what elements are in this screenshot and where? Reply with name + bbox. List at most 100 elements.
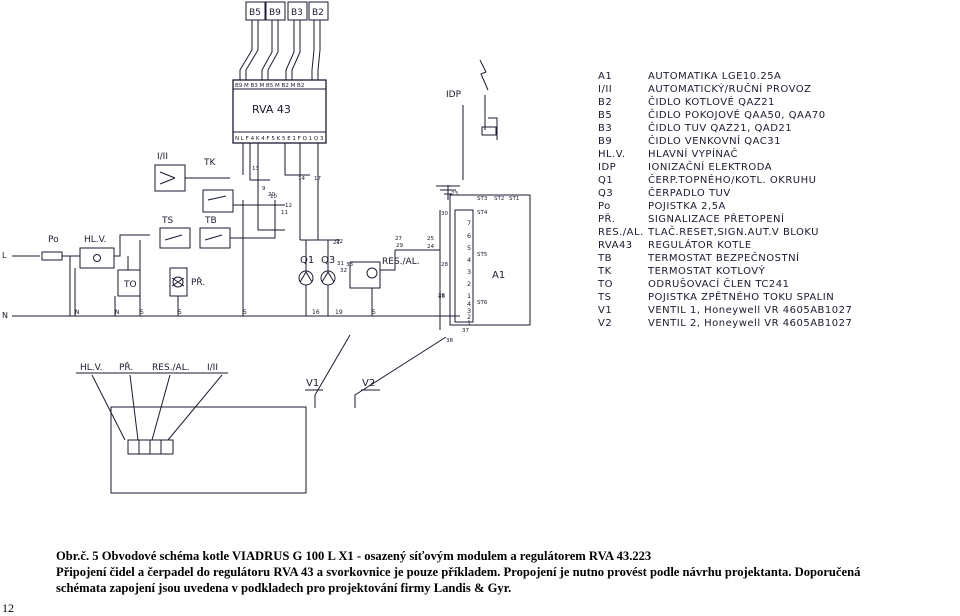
wire-31: 31 (337, 261, 344, 267)
control-panel-drawing: HL.V. PŘ. RES./AL. I/II V1 V2 (76, 334, 447, 494)
panel-label-res-al: RES./AL. (152, 363, 190, 373)
legend-code: Q3 (598, 188, 614, 199)
legend-code: Po (598, 201, 611, 212)
label-st4: ST4 (477, 210, 488, 216)
legend-code: TB (598, 253, 612, 264)
wire-38: 38 (446, 338, 453, 344)
neutral-terminals: N N 5 5 5 16 19 5 (75, 309, 376, 316)
legend-code: TS (598, 292, 612, 303)
safety-thermostats: TS TB TO PŘ. (117, 200, 276, 297)
legend-code: A1 (598, 71, 613, 82)
label-v2: V2 (362, 378, 375, 389)
legend-desc: POJISTKA 2,5A (648, 201, 726, 212)
legend-desc: TERMOSTAT KOTLOVÝ (648, 266, 766, 277)
pumps: Q1 Q3 (298, 240, 336, 316)
legend-desc: TERMOSTAT BEZPEČNOSTNÍ (648, 253, 800, 264)
n-term-2: N (115, 309, 120, 316)
label-n: N (2, 311, 8, 320)
wire-20: 20 (268, 192, 275, 198)
legend-code: TK (598, 266, 612, 277)
terminal-b3: B3 (291, 8, 303, 18)
wire-30: 30 (441, 211, 448, 217)
legend-code: PŘ. (598, 214, 616, 225)
rva-label: RVA 43 (252, 103, 291, 116)
wire-37: 37 (462, 328, 469, 334)
wire-32: 32 (340, 268, 347, 274)
label-res-al: RES./AL. (382, 257, 420, 267)
legend-code: V1 (598, 305, 613, 316)
wire-25: 25 (427, 236, 434, 242)
strip-6: 2 (467, 280, 471, 288)
terminal-b5: B5 (249, 8, 261, 18)
strip-7: 1 (467, 292, 471, 300)
reset-alarm-block: RES./AL. (349, 257, 420, 289)
label-tb: TB (204, 216, 217, 226)
caption-line-2: Připojení čidel a čerpadel do regulátoru… (56, 565, 861, 579)
strip-1: 7 (467, 219, 471, 227)
terminal-b9: B9 (269, 8, 281, 18)
legend-code: B2 (598, 97, 613, 108)
wire-21: 21 (333, 240, 340, 246)
wire-12: 12 (285, 203, 292, 209)
wire-11: 11 (281, 210, 288, 216)
panel-label-hlv: HL.V. (80, 363, 103, 373)
wire-14: 14 (298, 176, 305, 182)
legend-code: HL.V. (598, 149, 626, 160)
legend-desc: ČIDLO POKOJOVÉ QAA50, QAA70 (648, 110, 826, 121)
wire-10: 10 (270, 194, 277, 200)
legend-desc: ČIDLO VENKOVNÍ QAC31 (648, 136, 781, 147)
rva43-regulator: B9 M B3 M B5 M B2 M B2 RVA 43 N L F 4 K … (232, 79, 327, 240)
label-l: L (2, 251, 7, 260)
legend-code: B9 (598, 136, 613, 147)
legend-desc: IONIZAČNÍ ELEKTRODA (648, 162, 773, 173)
legend-code: I/II (598, 84, 613, 95)
label-st2: ST2 (494, 196, 504, 202)
label-q1: Q1 (300, 255, 314, 266)
circuit-schematic: B5 B9 B3 B2 B9 M B3 M B5 M B2 M B2 RVA 4… (2, 1, 531, 494)
label-pr: PŘ. (191, 277, 205, 288)
strip-2: 6 (467, 232, 471, 240)
strip-9: 3 (467, 307, 471, 315)
legend-desc: POJISTKA ZPĚTNÉHO TOKU SPALIN (648, 292, 835, 303)
wire-28: 28 (441, 262, 448, 268)
mains-lines: L N Po HL.V. (2, 234, 460, 320)
label-st6: ST6 (477, 300, 488, 306)
label-po: Po (48, 235, 59, 245)
legend-code: IDP (598, 162, 617, 173)
label-st3: ST3 (477, 196, 488, 202)
n-term-5: 5 (243, 309, 247, 316)
wire-23: 23 (451, 191, 458, 197)
legend-desc: TLAČ.RESET,SIGN.AUT.V BLOKU (648, 227, 819, 238)
wire-33: 33 (346, 262, 353, 268)
strip-11: 1 (467, 319, 471, 327)
terminal-b2: B2 (312, 8, 324, 18)
legend-code: B5 (598, 110, 613, 121)
legend-desc: ODRUŠOVACÍ ČLEN TC241 (648, 279, 790, 290)
figure-caption: Obr.č. 5 Obvodové schéma kotle VIADRUS G… (56, 548, 960, 596)
legend-desc: VENTIL 1, Honeywell VR 4605AB1027 (648, 305, 853, 316)
legend-desc: AUTOMATICKÝ/RUČNÍ PROVOZ (648, 84, 812, 95)
wire-9: 9 (262, 186, 266, 192)
legend-desc: HLAVNÍ VYPÍNAČ (648, 149, 739, 160)
mode-switch-i-ii: I/II TK (154, 152, 285, 213)
legend-code: RVA43 (598, 240, 633, 251)
legend-desc: SIGNALIZACE PŘETOPENÍ (648, 214, 785, 225)
strip-3: 5 (467, 244, 471, 252)
legend-desc: ČERPADLO TUV (648, 188, 731, 199)
wire-22: 22 (336, 239, 343, 245)
legend-code: B3 (598, 123, 613, 134)
n-term-4: 5 (178, 309, 182, 316)
page-number: 12 (2, 601, 14, 615)
wire-26: 26 (438, 293, 445, 299)
label-idp: IDP (446, 90, 462, 100)
n-term-7: 19 (335, 309, 343, 316)
n-term-1: N (75, 309, 80, 316)
sensor-terminal-block: B5 B9 B3 B2 (239, 1, 329, 80)
strip-10: 2 (467, 313, 471, 321)
rva-top-pins: B9 M B3 M B5 M B2 M B2 (235, 83, 304, 89)
legend-desc: ČIDLO KOTLOVÉ QAZ21 (648, 97, 775, 108)
label-ts: TS (161, 216, 173, 226)
label-tk: TK (203, 158, 216, 168)
label-to: TO (123, 280, 137, 290)
panel-label-pr: PŘ. (119, 362, 133, 373)
